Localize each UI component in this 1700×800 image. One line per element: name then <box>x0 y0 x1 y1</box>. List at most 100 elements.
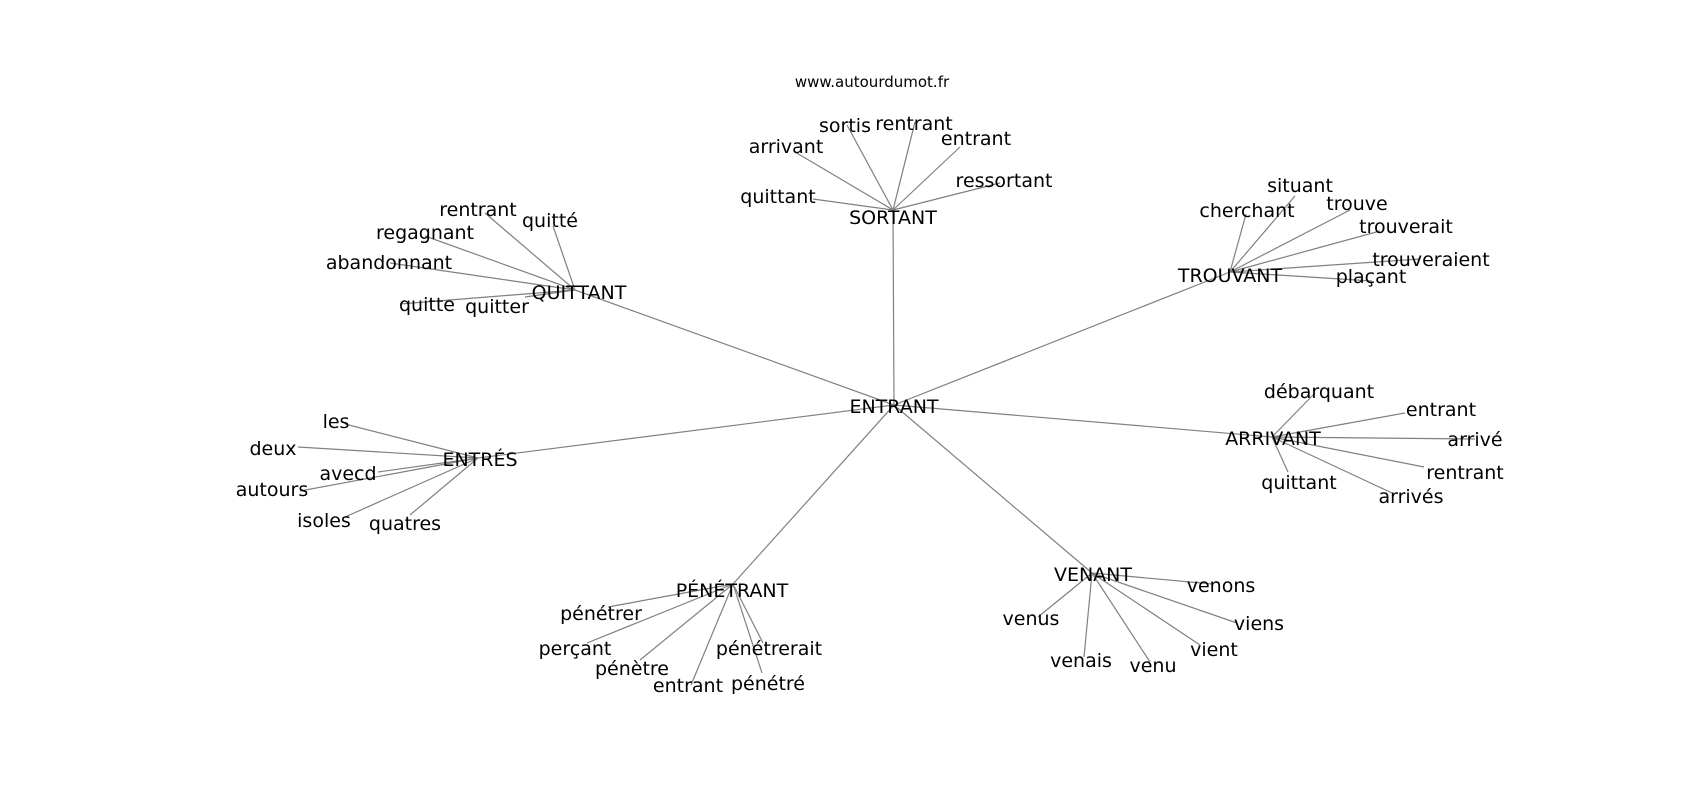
edge-hub-to-leaf <box>1091 572 1151 663</box>
edge-hub-to-leaf <box>892 182 1001 211</box>
edge-hub-to-leaf <box>1229 213 1247 273</box>
edge-hub-to-leaf <box>1229 258 1421 273</box>
leaf-node-label: perçant <box>539 638 612 660</box>
leaf-node-label: entrant <box>653 675 723 697</box>
edge-hub-to-leaf <box>1229 195 1296 273</box>
edge-hub-to-leaf <box>1271 436 1289 473</box>
leaf-node-label: pénétré <box>731 673 805 695</box>
edge-hub-to-leaf <box>1271 412 1406 438</box>
edge-hub-to-leaf <box>1037 572 1093 618</box>
hub-node-label: TROUVANT <box>1177 265 1283 287</box>
leaf-node-label: abandonnant <box>326 252 452 274</box>
edge-hub-to-leaf <box>1229 209 1351 273</box>
leaf-node-label: quitté <box>522 210 578 232</box>
leaf-node-label: cherchant <box>1199 200 1294 222</box>
graph-labels: www.autourdumot.fr ENTRANT SORTANT arriva… <box>236 73 1504 697</box>
leaf-node-label: venus <box>1003 608 1060 630</box>
edge-center-to-hub <box>574 289 895 406</box>
edge-hub-to-leaf <box>389 262 576 291</box>
leaf-node-label: entrant <box>941 128 1011 150</box>
leaf-node-label: plaçant <box>1336 266 1407 288</box>
edge-hub-to-leaf <box>586 583 734 644</box>
edge-hub-to-leaf <box>484 212 576 291</box>
leaf-node-label: trouveraient <box>1372 249 1489 271</box>
leaf-node-label: rentrant <box>875 113 953 135</box>
edge-hub-to-leaf <box>299 457 479 492</box>
leaf-node-label: isoles <box>297 510 351 532</box>
leaf-node-label: avecd <box>319 463 376 485</box>
leaf-node-label: trouve <box>1326 193 1387 215</box>
leaf-node-label: venons <box>1187 575 1256 597</box>
leaf-node-label: entrant <box>1406 399 1476 421</box>
edge-hub-to-leaf <box>794 151 894 211</box>
leaf-node-label: regagnant <box>376 222 474 244</box>
hub-node-label: VENANT <box>1054 564 1132 586</box>
leaf-node-label: venu <box>1129 655 1176 677</box>
leaf-node-label: trouverait <box>1359 216 1453 238</box>
leaf-node-label: pénétrer <box>560 603 642 625</box>
edge-hub-to-leaf <box>846 124 894 211</box>
edge-hub-to-leaf <box>1083 572 1093 658</box>
leaf-node-label: viens <box>1234 613 1284 635</box>
edge-center-to-hub <box>477 404 895 459</box>
edge-hub-to-leaf <box>409 457 479 516</box>
graph-edges <box>297 121 1476 686</box>
edge-hub-to-leaf <box>1271 436 1393 494</box>
leaf-node-label: pénétrerait <box>716 638 822 660</box>
leaf-node-label: arrivés <box>1378 486 1443 508</box>
edge-hub-to-leaf <box>552 225 576 291</box>
edge-hub-to-leaf <box>732 583 764 644</box>
edge-hub-to-leaf <box>892 146 961 211</box>
leaf-node-label: vient <box>1190 639 1238 661</box>
leaf-node-label: arrivant <box>749 136 824 158</box>
edge-hub-to-leaf <box>1091 572 1238 624</box>
leaf-node-label: sortis <box>819 115 871 137</box>
hub-node-label: PÉNÉTRANT <box>676 579 789 602</box>
edge-hub-to-leaf <box>344 423 479 459</box>
edge-hub-to-leaf <box>1271 436 1425 468</box>
leaf-node-label: situant <box>1267 175 1333 197</box>
leaf-node-label: deux <box>249 438 296 460</box>
leaf-node-label: quitter <box>465 296 529 318</box>
edge-center-to-hub <box>732 404 895 585</box>
hub-node-label: QUITTANT <box>532 282 627 304</box>
edge-hub-to-leaf <box>1091 572 1213 585</box>
leaf-node-label: quatres <box>369 513 441 535</box>
edge-hub-to-leaf <box>1091 572 1201 646</box>
edge-center-to-hub <box>893 404 1093 574</box>
edge-hub-to-leaf <box>812 198 894 211</box>
edge-hub-to-leaf <box>1271 436 1476 440</box>
edge-center-to-hub <box>893 404 1273 438</box>
edge-hub-to-leaf <box>1229 230 1381 273</box>
edge-hub-to-leaf <box>732 583 763 674</box>
edge-hub-to-leaf <box>297 446 479 459</box>
leaf-node-label: rentrant <box>439 199 517 221</box>
edge-hub-to-leaf <box>690 583 734 686</box>
edge-hub-to-leaf <box>377 457 479 473</box>
leaf-node-label: autours <box>236 479 309 501</box>
edge-hub-to-leaf <box>1229 271 1373 282</box>
leaf-node-label: quitte <box>399 294 455 316</box>
edge-hub-to-leaf <box>399 289 576 305</box>
center-node-label: ENTRANT <box>849 396 938 418</box>
leaf-node-label: les <box>323 411 350 433</box>
leaf-node-label: débarquant <box>1264 381 1374 403</box>
leaf-node-label: arrivé <box>1447 429 1502 451</box>
edge-hub-to-leaf <box>639 583 734 661</box>
leaf-node-label: rentrant <box>1426 462 1504 484</box>
hub-node-label: SORTANT <box>849 207 937 229</box>
leaf-node-label: venais <box>1050 650 1112 672</box>
hub-node-label: ENTRÉS <box>442 448 517 471</box>
edge-hub-to-leaf <box>424 235 576 291</box>
watermark-text: www.autourdumot.fr <box>795 73 950 91</box>
edge-hub-to-leaf <box>607 583 734 608</box>
edge-hub-to-leaf <box>1271 392 1316 438</box>
edge-hub-to-leaf <box>344 457 479 518</box>
edge-hub-to-leaf <box>524 289 576 298</box>
edge-center-to-hub <box>893 271 1231 406</box>
leaf-node-label: pénètre <box>595 658 669 680</box>
leaf-node-label: quittant <box>740 186 815 208</box>
leaf-node-label: quittant <box>1261 472 1336 494</box>
hub-node-label: ARRIVANT <box>1225 428 1321 450</box>
